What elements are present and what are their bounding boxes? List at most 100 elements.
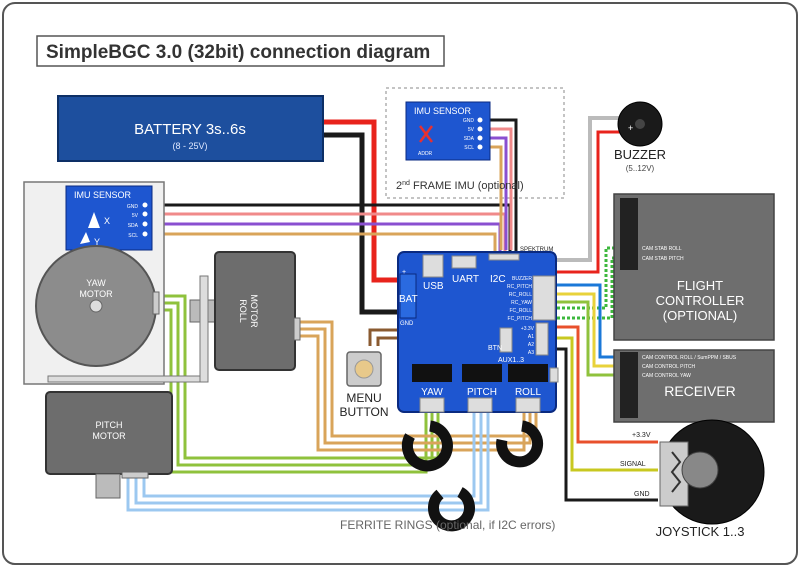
receiver-label: RECEIVER bbox=[664, 383, 736, 399]
joystick-signal: SIGNAL bbox=[620, 461, 646, 468]
battery bbox=[57, 95, 324, 162]
buzzer-label: BUZZER bbox=[614, 147, 666, 162]
potentiometer-icon bbox=[670, 451, 682, 493]
aux-pin-a3: A3 bbox=[528, 350, 534, 356]
board-side-connector bbox=[549, 367, 559, 383]
rc-pin-buzzer: BUZZER bbox=[512, 276, 532, 282]
spektrum-label: SPEKTRUM bbox=[520, 247, 553, 253]
rc-pin-roll: RC_ROLL bbox=[509, 292, 532, 298]
buzzer-center bbox=[635, 119, 645, 129]
buzzer-plus-wire bbox=[556, 116, 620, 262]
usb-port bbox=[422, 254, 444, 278]
aux-pin-33v: +3.3V bbox=[521, 326, 535, 332]
rc-pin-pitch: RC_PITCH bbox=[507, 284, 532, 290]
receiver bbox=[613, 349, 775, 423]
pitch-shaft bbox=[95, 473, 121, 499]
usb-label: USB bbox=[423, 281, 444, 292]
rx-pitch-wire bbox=[556, 292, 620, 368]
receiver-pin-label-1: CAM CONTROL ROLL / SumPPM / SBUS bbox=[642, 355, 737, 361]
title-box bbox=[36, 35, 445, 67]
aux-pin-a2: A2 bbox=[528, 342, 534, 348]
i2c-label: I2C bbox=[490, 274, 506, 285]
yaw-motor-label-2: MOTOR bbox=[79, 289, 113, 299]
frame-imu-caption: 2nd FRAME IMU (optional) bbox=[396, 180, 524, 192]
fc-pin-label-2: CAM STAB PITCH bbox=[642, 256, 684, 262]
yaw-driver-chip bbox=[412, 364, 452, 382]
imu-pin-scl: SCL bbox=[128, 233, 138, 239]
fc-roll-wire bbox=[556, 246, 620, 310]
pitch-motor-connector bbox=[121, 471, 149, 479]
imu-x-arrow-icon bbox=[88, 212, 100, 228]
addr-cross-icon bbox=[419, 125, 433, 143]
imu-pin-sda: SDA bbox=[128, 223, 139, 229]
frame-imu-pin-dot bbox=[477, 126, 483, 132]
yaw-output-label: YAW bbox=[421, 387, 443, 398]
imu-scl-wire bbox=[152, 232, 497, 255]
imu-pin-dot bbox=[142, 202, 148, 208]
ferrite-ring-roll bbox=[496, 420, 544, 468]
frame-imu-title: IMU SENSOR bbox=[414, 106, 472, 116]
ferrite-ring-yaw bbox=[401, 420, 453, 472]
aux-pin-a1: A1 bbox=[528, 334, 534, 340]
gimbal-arm bbox=[47, 375, 209, 383]
yaw-output-connector bbox=[419, 397, 445, 413]
uart-label: UART bbox=[452, 274, 479, 285]
fc-label-3: (OPTIONAL) bbox=[663, 308, 737, 323]
battery-plus-wire bbox=[322, 119, 398, 283]
fc-pin-roll: FC_ROLL bbox=[509, 308, 532, 314]
imu-axis-y: Y bbox=[94, 237, 100, 247]
imu-pin-5v: 5V bbox=[132, 213, 139, 219]
yaw-motor-label-1: YAW bbox=[86, 278, 106, 288]
bat-gnd: GND bbox=[400, 321, 414, 327]
menu-button-label-1: MENU bbox=[346, 391, 381, 405]
joystick-label: JOYSTICK 1..3 bbox=[656, 524, 745, 539]
frame-imu-pin-sda: SDA bbox=[464, 136, 475, 142]
fc-pin-header bbox=[620, 198, 638, 270]
joy-signal-wire bbox=[548, 336, 658, 472]
fc-pin-label-1: CAM STAB ROLL bbox=[642, 246, 682, 252]
receiver-pin-header bbox=[620, 352, 638, 418]
roll-motor-label-2: MOTOR bbox=[249, 294, 259, 328]
fc-pitch-wire bbox=[556, 256, 620, 320]
frame-imu-pin-dot bbox=[477, 144, 483, 150]
frame-imu-addr: ADDR bbox=[418, 151, 433, 157]
fc-label-2: CONTROLLER bbox=[656, 293, 745, 308]
flight-controller bbox=[613, 193, 775, 341]
pitch-output-connector bbox=[467, 397, 493, 413]
buzzer-plus: + bbox=[628, 123, 633, 133]
imu-sensor bbox=[65, 185, 153, 251]
roll-output-connector bbox=[515, 397, 541, 413]
imu-pin-dot bbox=[142, 231, 148, 237]
frame-imu-pin-dot bbox=[477, 117, 483, 123]
roll-output-label: ROLL bbox=[515, 387, 542, 398]
ferrite-caption: FERRITE RINGS (optional, if I2C errors) bbox=[340, 518, 555, 532]
joystick-knob[interactable] bbox=[681, 451, 719, 489]
bat-plus: + bbox=[402, 269, 406, 276]
pitch-output-label: PITCH bbox=[467, 387, 497, 398]
fc-label-1: FLIGHT bbox=[677, 278, 723, 293]
imu-title: IMU SENSOR bbox=[74, 190, 132, 200]
btn-header bbox=[499, 327, 513, 353]
gimbal-upright bbox=[199, 275, 209, 383]
yaw-motor-shaft bbox=[89, 299, 103, 313]
imu-pin-dot bbox=[142, 211, 148, 217]
buzzer-voltage: (5..12V) bbox=[626, 164, 655, 173]
rc-pin-yaw: RC_YAW bbox=[511, 300, 532, 306]
menu-button-cap[interactable] bbox=[354, 359, 374, 379]
receiver-pin-label-3: CAM CONTROL YAW bbox=[642, 373, 691, 379]
aux-header bbox=[535, 322, 549, 356]
bat-terminal bbox=[399, 273, 417, 319]
pitch-driver-chip bbox=[462, 364, 502, 382]
frame-imu-pin-scl: SCL bbox=[464, 145, 474, 151]
yaw-motor-connector bbox=[152, 291, 160, 315]
frame-imu-pin-gnd: GND bbox=[463, 118, 475, 124]
frame-imu-pin-dot bbox=[477, 135, 483, 141]
pitch-motor-label-1: PITCH bbox=[96, 420, 123, 430]
aux-label: AUX1..3 bbox=[498, 357, 524, 364]
pitch-wire-b bbox=[134, 412, 483, 505]
rx-roll-wire bbox=[556, 283, 620, 359]
menu-button-label-2: BUTTON bbox=[339, 405, 388, 419]
roll-wire-c bbox=[300, 334, 526, 452]
imu-y-arrow-icon bbox=[80, 232, 90, 244]
